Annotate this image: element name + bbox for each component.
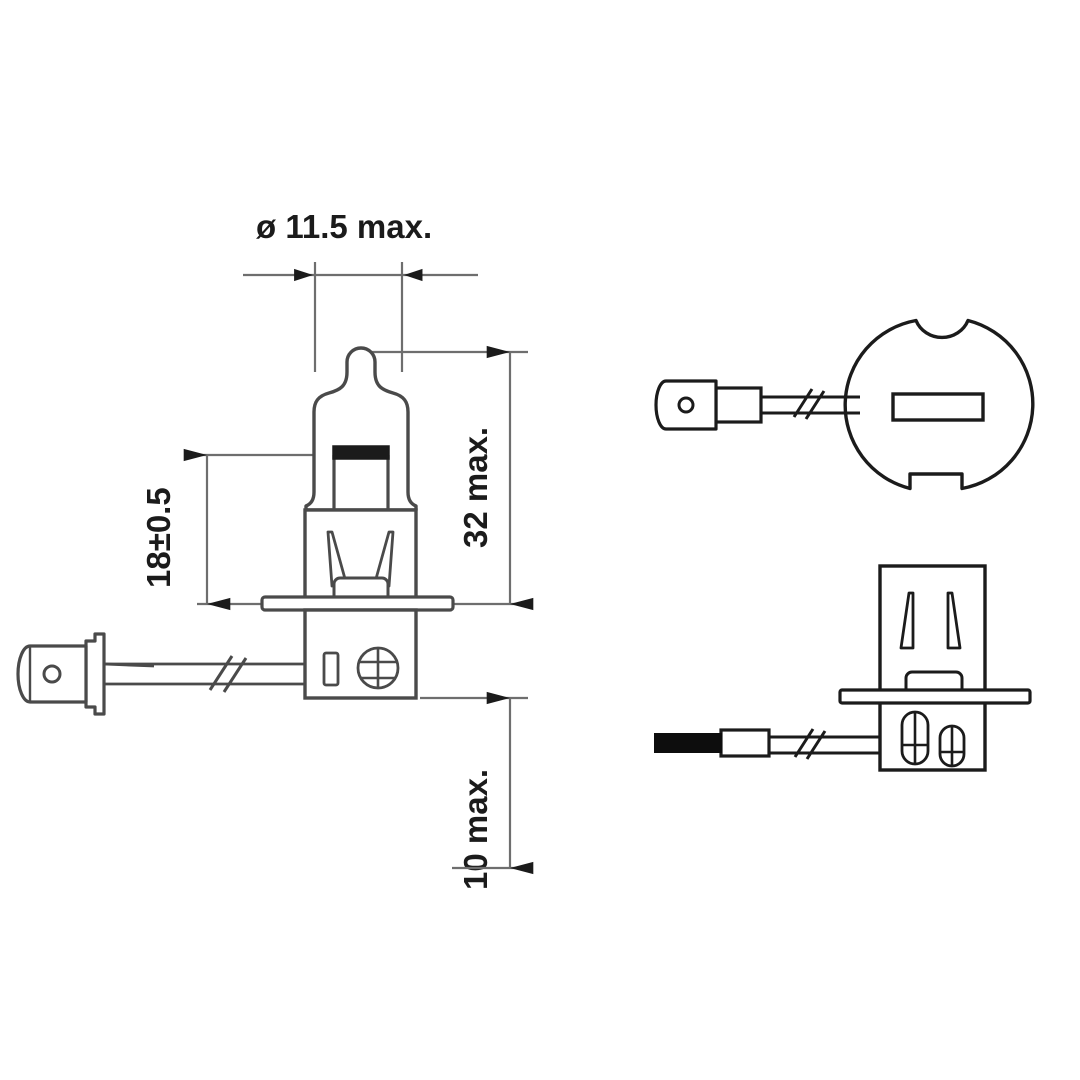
base-keyhole-slot (322, 651, 340, 687)
flange-center-slot (891, 392, 985, 422)
detail-angled-slot-left (899, 591, 915, 650)
detail-wire-break-line-1 (793, 728, 815, 758)
bulb-base-lower (303, 608, 418, 700)
dimension-overall-height-label: 32 max. (457, 427, 494, 548)
detail-base-body (878, 564, 987, 772)
detail-view-base (654, 564, 1032, 772)
lead-wire-taper-top (103, 662, 155, 668)
glass-envelope (304, 346, 418, 512)
main-view-bulb (16, 346, 455, 716)
detail-wire-ferrule (719, 728, 771, 758)
detail-mounting-flange (838, 688, 1032, 705)
terminal-hole (42, 664, 62, 684)
dimension-filament-height-group: 18±0.5 (140, 448, 320, 611)
detail-angled-slot-right (946, 591, 962, 650)
terminal-collar (84, 632, 106, 716)
plan-wire-break-line-1 (792, 388, 814, 418)
dimension-diameter-group: ø 11.5 max. (243, 208, 478, 372)
dimension-filament-height-label: 18±0.5 (140, 487, 177, 588)
plan-wire-break-line-2 (804, 390, 826, 420)
dimension-diameter-label: ø 11.5 max. (256, 208, 432, 245)
dimension-overall-height-group: 32 max. (363, 345, 534, 611)
plan-view-flange (654, 318, 1035, 491)
plan-terminal-hole (677, 396, 695, 414)
mounting-flange (260, 595, 455, 612)
dimension-base-depth-label: 10 max. (457, 769, 494, 890)
dimension-base-depth-group: 10 max. (420, 691, 534, 890)
detail-wire-black-segment (654, 733, 722, 753)
plan-wire-ferrule (714, 386, 763, 424)
wire-break-line-2 (222, 657, 248, 693)
filament (332, 445, 390, 460)
wire-break-line-1 (208, 655, 234, 691)
detail-wire-break-line-2 (805, 730, 827, 760)
